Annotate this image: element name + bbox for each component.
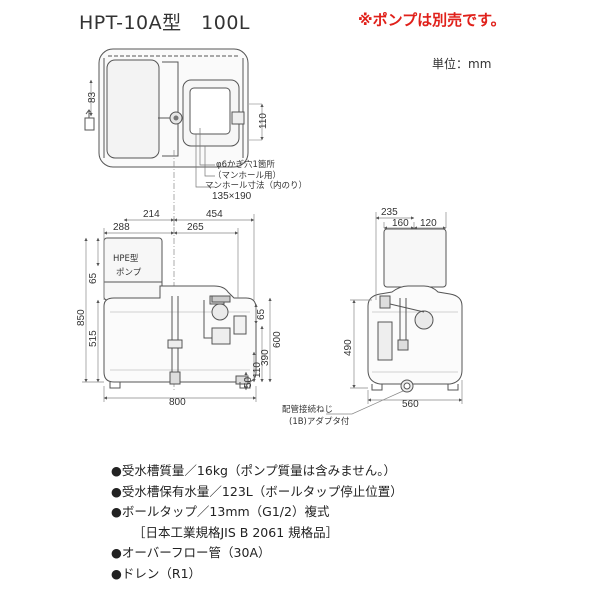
dim-490: 490 — [343, 339, 354, 356]
spec-jis-standard: ［日本工業規格JIS B 2061 規格品］ — [133, 524, 339, 540]
side-view-dimensions — [326, 212, 463, 415]
spec-drain: ●ドレン（R1） — [111, 565, 202, 581]
spec-list: ●受水槽質量／16kg（ポンプ質量は含みません。） ●受水槽保有水量／123L（… — [111, 461, 551, 584]
front-float — [211, 303, 229, 321]
front-tank-body — [103, 285, 257, 383]
dim-850: 850 — [76, 309, 87, 326]
dim-83: 83 — [87, 91, 98, 103]
dim-50: 50 — [243, 376, 254, 388]
label-manhole-dims: 135×190 — [212, 191, 252, 202]
front-view — [103, 150, 257, 392]
dim-235: 235 — [381, 207, 398, 218]
dim-65-right: 65 — [256, 308, 267, 320]
dim-390: 390 — [260, 349, 271, 366]
label-manhole-size: マンホール寸法（内のり） — [205, 180, 307, 191]
product-title: HPT-10A型 100L — [79, 12, 250, 34]
dim-65-left: 65 — [88, 272, 99, 284]
label-hole: φ6かぎ穴1箇所 — [216, 159, 275, 170]
label-adapter: (1B)アダプタ付 — [289, 416, 350, 427]
dim-265: 265 — [187, 222, 204, 233]
spec-water-capacity: ●受水槽保有水量／123L（ボールタップ停止位置） — [111, 483, 403, 499]
side-view — [367, 228, 463, 393]
pump-sold-separately-notice: ※ポンプは別売です。 — [358, 11, 506, 29]
dim-110-top: 110 — [258, 113, 269, 129]
spec-ball-tap: ●ボールタップ／13mm（G1/2）複式 — [111, 504, 330, 519]
pump-label-line1: HPE型 — [113, 254, 139, 264]
unit-label: 単位：mm — [432, 57, 492, 71]
spec-tank-mass: ●受水槽質量／16kg（ポンプ質量は含みません。） — [111, 463, 396, 478]
dim-288: 288 — [113, 222, 130, 233]
dim-800: 800 — [169, 397, 186, 408]
front-view-dimensions — [82, 214, 272, 402]
pump-label-line2: ポンプ — [116, 268, 142, 278]
side-pump-box — [383, 228, 447, 288]
dim-454: 454 — [206, 209, 223, 220]
dim-560: 560 — [402, 399, 419, 410]
side-view-labels: 235 160 120 490 560 配管接続ねじ (1B)アダプタ付 — [282, 207, 437, 427]
front-view-labels: 214 454 288 265 HPE型 ポンプ 65 850 515 65 6… — [76, 209, 283, 408]
spec-overflow-pipe: ●オーバーフロー管（30A） — [111, 545, 271, 560]
dim-120: 120 — [420, 218, 437, 229]
top-pump-body — [106, 59, 160, 159]
side-float — [414, 310, 434, 330]
top-view — [84, 48, 249, 168]
dim-214: 214 — [143, 209, 160, 220]
dim-110-front: 110 — [252, 362, 263, 378]
dim-600: 600 — [272, 331, 283, 348]
dim-515: 515 — [88, 330, 99, 347]
label-fitting: 配管接続ねじ — [282, 404, 333, 415]
dim-160: 160 — [392, 218, 409, 229]
top-view-dimensions: 83 110 φ6かぎ穴1箇所 （マンホール用） マンホール寸法（内のり） 13… — [87, 79, 307, 202]
label-manhole-use: （マンホール用） — [213, 170, 281, 181]
